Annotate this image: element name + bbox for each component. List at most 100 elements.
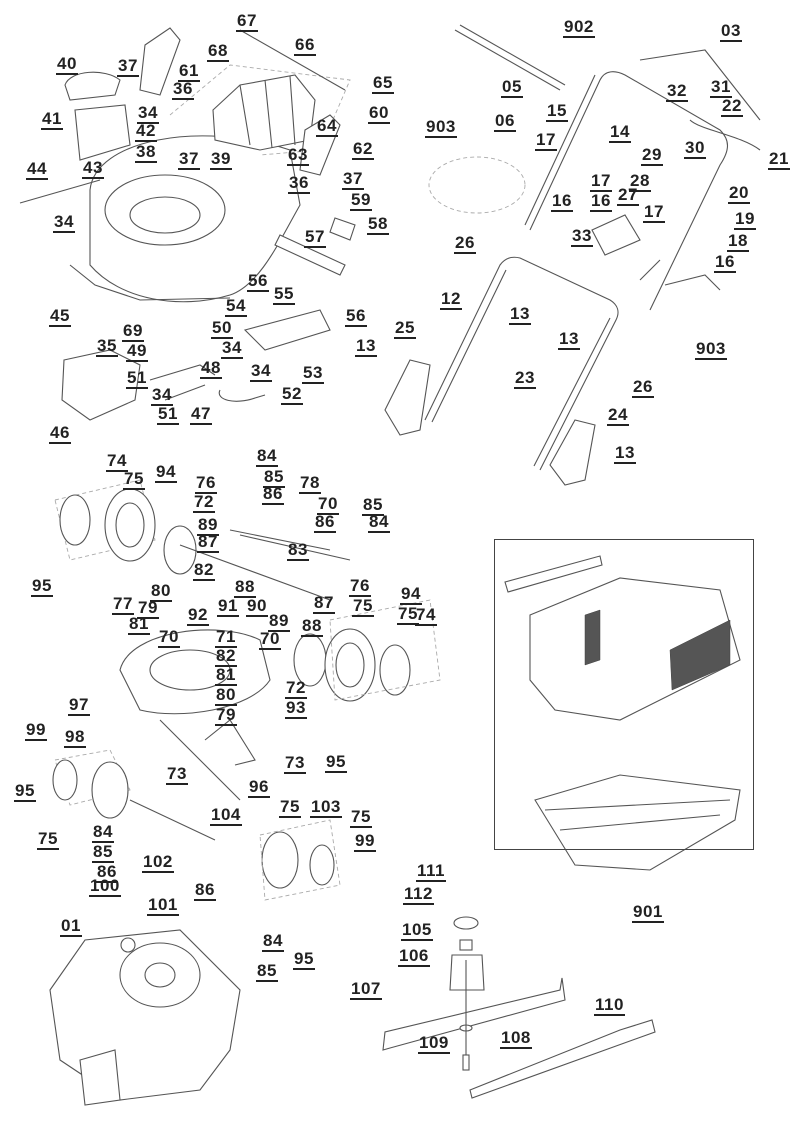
part-callout-06: 06 bbox=[494, 111, 516, 132]
part-callout-85: 85 bbox=[362, 495, 384, 516]
part-callout-72: 72 bbox=[285, 678, 307, 699]
part-callout-94: 94 bbox=[400, 584, 422, 605]
part-callout-03: 03 bbox=[720, 21, 742, 42]
part-callout-16: 16 bbox=[590, 191, 612, 212]
front-wheels bbox=[52, 749, 341, 901]
part-callout-92: 92 bbox=[187, 605, 209, 626]
part-callout-71: 71 bbox=[215, 627, 237, 648]
part-callout-95: 95 bbox=[31, 576, 53, 597]
mulch-parts bbox=[61, 217, 356, 421]
part-callout-97: 97 bbox=[68, 695, 90, 716]
part-callout-17: 17 bbox=[643, 202, 665, 223]
part-callout-55: 55 bbox=[273, 284, 295, 305]
part-callout-84: 84 bbox=[256, 446, 278, 467]
part-callout-37: 37 bbox=[342, 169, 364, 190]
part-callout-13: 13 bbox=[355, 336, 377, 357]
part-callout-86: 86 bbox=[194, 880, 216, 901]
part-callout-34: 34 bbox=[250, 361, 272, 382]
part-callout-36: 36 bbox=[172, 79, 194, 100]
part-callout-62: 62 bbox=[352, 139, 374, 160]
part-callout-59: 59 bbox=[350, 190, 372, 211]
part-callout-19: 19 bbox=[734, 209, 756, 230]
part-callout-21: 21 bbox=[768, 149, 790, 170]
part-callout-16: 16 bbox=[551, 191, 573, 212]
part-callout-903: 903 bbox=[695, 339, 727, 360]
part-callout-77: 77 bbox=[112, 594, 134, 615]
part-callout-82: 82 bbox=[193, 560, 215, 581]
part-callout-25: 25 bbox=[394, 318, 416, 339]
part-callout-35: 35 bbox=[96, 336, 118, 357]
part-callout-57: 57 bbox=[304, 227, 326, 248]
part-callout-88: 88 bbox=[301, 616, 323, 637]
part-callout-74: 74 bbox=[106, 451, 128, 472]
part-callout-76: 76 bbox=[195, 473, 217, 494]
part-callout-75: 75 bbox=[350, 807, 372, 828]
part-callout-84: 84 bbox=[262, 931, 284, 952]
part-callout-93: 93 bbox=[285, 698, 307, 719]
part-callout-107: 107 bbox=[350, 979, 382, 1000]
part-callout-902: 902 bbox=[563, 17, 595, 38]
part-callout-88: 88 bbox=[234, 577, 256, 598]
rear-axle-assembly bbox=[54, 479, 441, 702]
part-callout-27: 27 bbox=[617, 185, 639, 206]
part-callout-49: 49 bbox=[126, 341, 148, 362]
part-callout-17: 17 bbox=[590, 171, 612, 192]
part-callout-70: 70 bbox=[317, 494, 339, 515]
part-callout-96: 96 bbox=[248, 777, 270, 798]
part-callout-31: 31 bbox=[710, 77, 732, 98]
part-callout-68: 68 bbox=[207, 41, 229, 62]
part-callout-99: 99 bbox=[25, 720, 47, 741]
part-callout-75: 75 bbox=[279, 797, 301, 818]
part-callout-70: 70 bbox=[259, 629, 281, 650]
part-callout-87: 87 bbox=[197, 532, 219, 553]
part-callout-67: 67 bbox=[236, 11, 258, 32]
part-callout-37: 37 bbox=[117, 56, 139, 77]
part-callout-83: 83 bbox=[287, 540, 309, 561]
part-callout-34: 34 bbox=[137, 103, 159, 124]
blade-assembly bbox=[382, 916, 656, 1099]
part-callout-79: 79 bbox=[215, 705, 237, 726]
part-callout-32: 32 bbox=[666, 81, 688, 102]
part-callout-42: 42 bbox=[135, 121, 157, 142]
part-callout-58: 58 bbox=[367, 214, 389, 235]
part-callout-13: 13 bbox=[558, 329, 580, 350]
part-callout-78: 78 bbox=[299, 473, 321, 494]
part-callout-38: 38 bbox=[135, 142, 157, 163]
part-callout-54: 54 bbox=[225, 296, 247, 317]
part-callout-41: 41 bbox=[41, 109, 63, 130]
part-callout-28: 28 bbox=[629, 171, 651, 192]
handle-lower bbox=[384, 156, 721, 486]
part-callout-95: 95 bbox=[325, 752, 347, 773]
part-callout-98: 98 bbox=[64, 727, 86, 748]
part-callout-51: 51 bbox=[126, 368, 148, 389]
part-callout-12: 12 bbox=[440, 289, 462, 310]
part-callout-109: 109 bbox=[418, 1033, 450, 1054]
part-callout-75: 75 bbox=[352, 596, 374, 617]
part-callout-73: 73 bbox=[284, 753, 306, 774]
part-callout-82: 82 bbox=[215, 646, 237, 667]
part-callout-43: 43 bbox=[82, 158, 104, 179]
part-callout-24: 24 bbox=[607, 405, 629, 426]
part-callout-72: 72 bbox=[193, 492, 215, 513]
part-callout-66: 66 bbox=[294, 35, 316, 56]
part-callout-36: 36 bbox=[288, 173, 310, 194]
part-callout-86: 86 bbox=[262, 484, 284, 505]
part-callout-45: 45 bbox=[49, 306, 71, 327]
part-callout-105: 105 bbox=[401, 920, 433, 941]
part-callout-73: 73 bbox=[166, 764, 188, 785]
part-callout-106: 106 bbox=[398, 946, 430, 967]
part-callout-85: 85 bbox=[256, 961, 278, 982]
part-callout-89: 89 bbox=[197, 515, 219, 536]
part-callout-112: 112 bbox=[403, 884, 434, 905]
grass-catcher bbox=[504, 555, 741, 871]
part-callout-94: 94 bbox=[155, 462, 177, 483]
part-callout-84: 84 bbox=[368, 512, 390, 533]
part-callout-34: 34 bbox=[221, 338, 243, 359]
part-callout-29: 29 bbox=[641, 145, 663, 166]
part-callout-34: 34 bbox=[151, 385, 173, 406]
part-callout-22: 22 bbox=[721, 96, 743, 117]
part-callout-901: 901 bbox=[632, 902, 664, 923]
part-callout-75: 75 bbox=[397, 604, 419, 625]
